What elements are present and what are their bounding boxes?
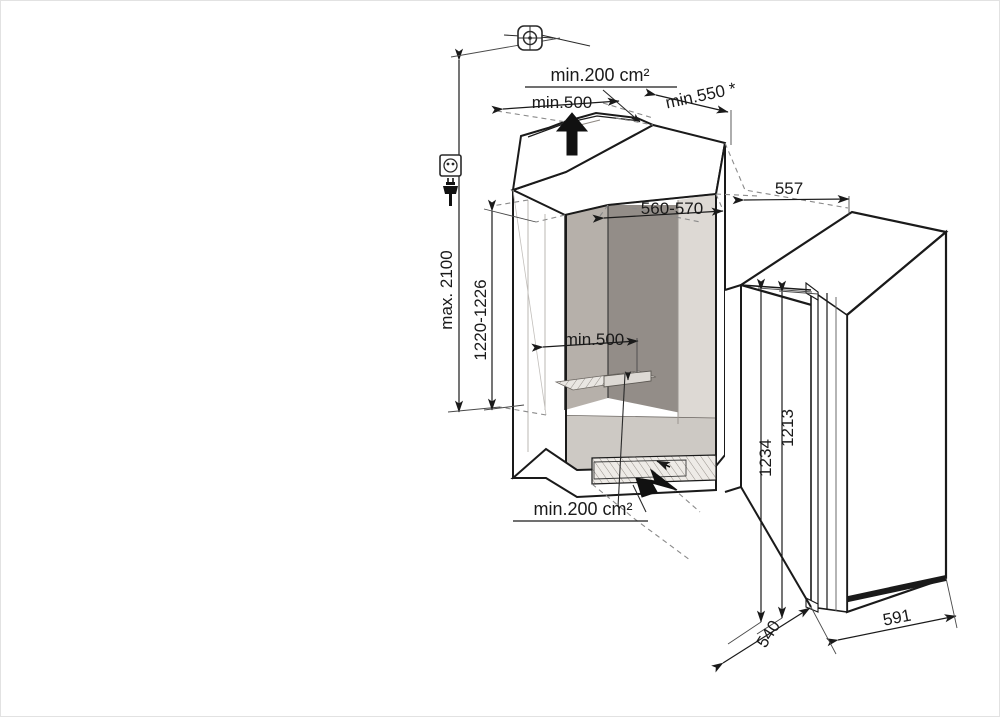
proj-niche-width-b — [715, 193, 724, 211]
proj-left-top — [491, 199, 529, 207]
dim-label-max-2100: max. 2100 — [437, 250, 456, 329]
leader-vent-top — [602, 89, 641, 123]
dim-max-2100: max. 2100 — [437, 37, 561, 413]
dim-line-560-570 — [592, 207, 724, 223]
ext-line-591-left — [810, 606, 837, 655]
dim-1220-1226: 1220-1226 — [471, 199, 537, 411]
ext-line-591-right — [945, 577, 958, 629]
dim-line-min550 — [643, 88, 729, 114]
label-text-min200-top: min.200 cm² — [550, 65, 649, 85]
leader-vent-bottom-floor — [617, 373, 626, 508]
cabinet-right-step-notch — [724, 283, 742, 493]
door-hinge-bottom-detail — [805, 597, 819, 613]
niche-guide-line-3 — [512, 189, 547, 416]
cabinet-bottom-vent-hatched — [591, 454, 717, 485]
cabinet-bottom-vent-slot — [593, 459, 687, 480]
plug-cable — [449, 194, 452, 206]
airflow-arrow-small — [656, 460, 671, 471]
ext-line-540-b — [756, 617, 783, 635]
cabinet-right-wall — [715, 142, 726, 469]
dim-min500-top: min.500 — [491, 93, 620, 114]
dim-557: 557 — [732, 179, 850, 215]
proj-vent-bottom-1 — [591, 483, 691, 561]
dim-label-min500-bottom: min.500 — [564, 330, 624, 349]
leader-target-line-b — [540, 34, 591, 47]
airflow-arrow-in — [635, 468, 678, 498]
dim-label-1213: 1213 — [778, 409, 797, 447]
dim-line-min500-bottom — [531, 337, 639, 352]
dim-line-540 — [711, 607, 811, 673]
airflow-arrows — [555, 112, 678, 498]
dim-min500-bottom: min.500 — [531, 330, 639, 372]
niche-right-inner-panel — [678, 194, 716, 424]
appliance-left-upper-edge — [740, 284, 812, 291]
target-crosshair — [518, 26, 542, 50]
dim-label-560-570: 560-570 — [641, 199, 703, 218]
socket-ring — [443, 158, 458, 173]
label-min200-bottom: min.200 cm² — [513, 499, 648, 522]
appliance-body — [738, 210, 949, 614]
dim-line-591 — [826, 614, 957, 647]
cabinet-niche — [510, 111, 742, 499]
appliance-door-panel-strip — [810, 288, 848, 613]
proj-niche-height-bottom — [499, 406, 547, 416]
label-min200-top: min.200 cm² — [525, 65, 677, 88]
plug-body — [443, 186, 458, 194]
socket-hole-right — [451, 162, 455, 166]
dim-591: 591 — [810, 577, 958, 655]
dim-label-1220-1226: 1220-1226 — [471, 279, 490, 360]
leader-vent-bottom-plinth — [632, 484, 647, 513]
alignment-target-icon — [517, 25, 543, 51]
appliance-left-lower-edge — [740, 486, 812, 608]
plug-prongs — [447, 178, 454, 183]
dim-560-570: 560-570 — [592, 199, 724, 223]
ext-line-540-a — [727, 621, 762, 645]
dim-label-557: 557 — [775, 179, 803, 198]
proj-right-wall-557 — [715, 193, 759, 197]
ext-line-1213-top — [778, 290, 819, 295]
ext-line-1220-top — [483, 208, 537, 223]
dim-1213: 1213 — [777, 280, 819, 619]
proj-niche-height-top — [535, 214, 566, 223]
socket-hole-left — [446, 162, 450, 166]
label-text-min200-bottom: min.200 cm² — [533, 499, 632, 519]
ext-line-1220-bottom — [483, 404, 525, 411]
power-symbols-group — [439, 154, 462, 206]
airflow-arrow-up — [555, 112, 589, 156]
dim-label-1234: 1234 — [756, 439, 775, 477]
dim-line-557 — [732, 195, 850, 205]
dim-label-min500-top: min.500 — [532, 93, 592, 112]
dim-line-min500-top — [491, 97, 620, 114]
niche-left-inner-panel — [565, 205, 608, 410]
